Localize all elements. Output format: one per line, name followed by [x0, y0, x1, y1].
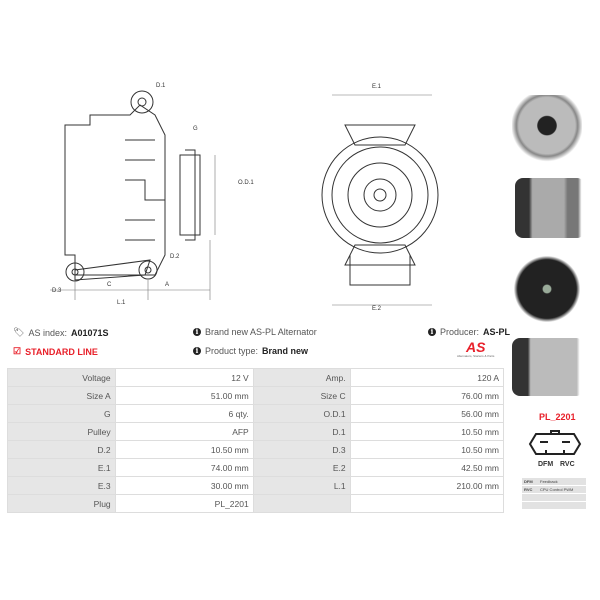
spec-value: 6 qty. [114, 404, 254, 423]
spec-label: Plug [7, 494, 116, 513]
product-photo-4[interactable] [512, 338, 584, 396]
label-e1: E.1 [372, 84, 382, 90]
legend-row: DFM Feedback [522, 478, 586, 485]
spec-value: 12 V [114, 368, 254, 387]
spec-value: 51.00 mm [114, 386, 254, 405]
spec-label: D.1 [252, 422, 351, 441]
label-a: A [165, 282, 170, 288]
label-c: C [107, 282, 112, 288]
spec-label: O.D.1 [252, 404, 351, 423]
label-e2: E.2 [372, 306, 382, 312]
legend-row: RVC CPU Control PWM [522, 486, 586, 493]
spec-value: PL_2201 [114, 494, 254, 513]
info-icon: i [193, 347, 201, 355]
tag-icon: 🏷 [13, 327, 25, 337]
spec-label: D.3 [252, 440, 351, 459]
spec-value: 210.00 mm [349, 476, 505, 495]
spec-value: 10.50 mm [114, 440, 254, 459]
spec-label: Size A [7, 386, 116, 405]
product-photo-1[interactable] [512, 95, 582, 163]
legend-desc: CPU Control PWM [540, 487, 574, 492]
legend-desc: Feedback [540, 479, 558, 484]
spec-label [252, 494, 351, 513]
spec-label: Voltage [7, 368, 116, 387]
as-index: 🏷AS index:A01071S [13, 327, 109, 338]
product-photo-2[interactable] [515, 178, 585, 238]
spec-value: 30.00 mm [114, 476, 254, 495]
spec-value: 42.50 mm [349, 458, 505, 477]
label-d1: D.1 [156, 83, 166, 89]
spec-label: Amp. [252, 368, 351, 387]
spec-label: E.3 [7, 476, 116, 495]
spec-label: L.1 [252, 476, 351, 495]
info-icon: i [193, 328, 201, 336]
pin-rvc: RVC [560, 461, 575, 468]
front-view-drawing [321, 94, 439, 306]
spec-value: 74.00 mm [114, 458, 254, 477]
info-icon: i [428, 328, 436, 336]
spec-value: 10.50 mm [349, 422, 505, 441]
legend-row [522, 494, 586, 501]
label-od1: O.D.1 [238, 180, 254, 186]
spec-label: E.2 [252, 458, 351, 477]
spec-label: G [7, 404, 116, 423]
spec-label: D.2 [7, 440, 116, 459]
legend-row [522, 502, 586, 509]
plug-name: PL_2201 [539, 412, 576, 422]
spec-value [349, 494, 505, 513]
standard-line: ☑STANDARD LINE [13, 346, 98, 357]
legend-pin: DFM [524, 479, 533, 484]
pin-dfm: DFM [538, 461, 554, 468]
side-view-drawing [50, 90, 216, 300]
plug-connector-icon [528, 430, 582, 455]
legend-pin: RVC [524, 487, 533, 492]
spec-value: AFP [114, 422, 254, 441]
product-photo-3[interactable] [512, 255, 582, 323]
spec-value: 10.50 mm [349, 440, 505, 459]
spec-value: 120 A [349, 368, 505, 387]
spec-label: E.1 [7, 458, 116, 477]
spec-label: Pulley [7, 422, 116, 441]
checkbox-icon: ☑ [13, 346, 22, 356]
label-d3: D.3 [52, 288, 62, 294]
spec-value: 56.00 mm [349, 404, 505, 423]
label-g: G [193, 126, 198, 132]
label-d2: D.2 [170, 254, 180, 260]
label-l1: L.1 [117, 300, 126, 306]
spec-label: Size C [252, 386, 351, 405]
spec-value: 76.00 mm [349, 386, 505, 405]
